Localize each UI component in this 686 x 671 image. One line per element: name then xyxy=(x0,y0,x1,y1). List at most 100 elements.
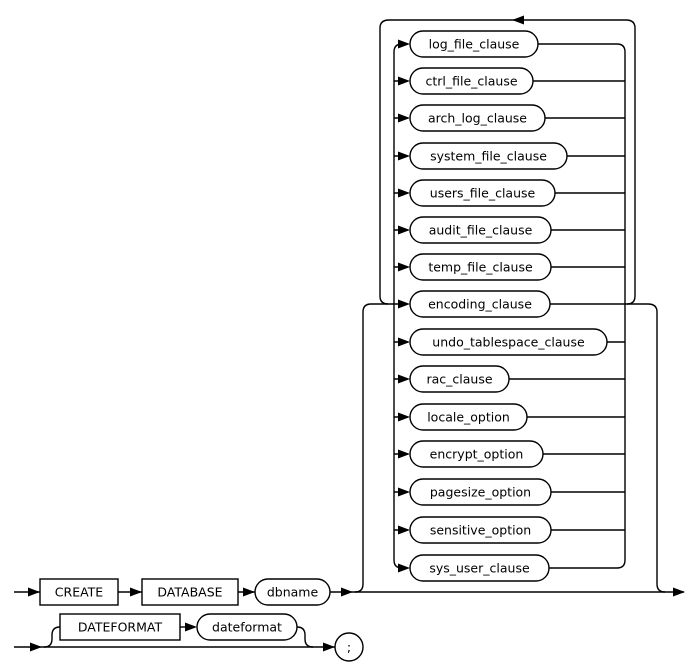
option-box xyxy=(409,365,510,393)
semicolon-label: ; xyxy=(347,640,351,655)
option-label: encrypt_option xyxy=(430,447,524,462)
option-collect-rail xyxy=(616,43,626,569)
arrowhead-icon xyxy=(398,487,410,497)
arrowhead-icon xyxy=(398,76,410,86)
option-label: encoding_clause xyxy=(428,297,532,312)
arrowhead-icon xyxy=(398,299,410,309)
dateformat-var-label: dateformat xyxy=(212,620,282,635)
option-label: arch_log_clause xyxy=(428,111,527,126)
node-users-file-clause: users_file_clause xyxy=(409,179,556,207)
option-entry-rail xyxy=(354,303,399,593)
rails xyxy=(14,19,684,648)
arrowhead-icon xyxy=(398,412,410,422)
option-label: temp_file_clause xyxy=(428,260,533,275)
dateformat-branch-up xyxy=(43,626,61,648)
node-sys-user-clause: sys_user_clause xyxy=(409,554,550,582)
node-ctrl-file-clause: ctrl_file_clause xyxy=(409,67,534,95)
option-label: audit_file_clause xyxy=(429,223,533,238)
create-label: CREATE xyxy=(55,585,104,600)
option-box xyxy=(409,179,556,207)
dbname-label: dbname xyxy=(267,585,319,600)
node-encrypt-option: encrypt_option xyxy=(409,440,544,468)
node-semicolon-terminator: ; xyxy=(334,632,364,662)
option-label: log_file_clause xyxy=(429,37,520,52)
feed-stubs xyxy=(394,80,400,531)
arrowhead-icon xyxy=(243,587,255,597)
option-label: sensitive_option xyxy=(430,523,531,538)
option-label: locale_option xyxy=(427,410,510,425)
database-label: DATABASE xyxy=(157,585,222,600)
arrowhead-icon xyxy=(398,188,410,198)
node-database-keyword: DATABASE xyxy=(141,578,239,606)
arrowhead-icon xyxy=(185,622,197,632)
arrowhead-icon xyxy=(28,587,40,597)
arrowhead-icon xyxy=(673,587,685,597)
arrowhead-icon xyxy=(341,587,353,597)
arrowhead-icon xyxy=(398,151,410,161)
loop-arrowhead-left-icon xyxy=(512,15,524,25)
option-label: sys_user_clause xyxy=(429,561,530,576)
option-box xyxy=(409,142,568,170)
loop-back-right-rail xyxy=(625,19,636,305)
option-box xyxy=(409,328,608,356)
dateformat-box xyxy=(59,613,181,641)
arrowhead-icon xyxy=(398,39,410,49)
node-sensitive-option: sensitive_option xyxy=(409,516,552,544)
node-dateformat-keyword: DATEFORMAT xyxy=(59,613,181,641)
arrowhead-icon xyxy=(323,642,335,652)
collect-stubs xyxy=(509,43,625,569)
dateformat-label: DATEFORMAT xyxy=(78,620,163,635)
option-box xyxy=(409,216,552,244)
dbname-box xyxy=(254,578,331,606)
node-locale-option: locale_option xyxy=(409,403,528,431)
option-box xyxy=(409,478,552,506)
option-label: ctrl_file_clause xyxy=(425,74,517,89)
node-log-file-clause: log_file_clause xyxy=(409,30,539,58)
node-undo-tablespace-clause: undo_tablespace_clause xyxy=(409,328,608,356)
node-dbname-variable: dbname xyxy=(254,578,331,606)
arrowhead-icon xyxy=(398,225,410,235)
arrowhead-icon xyxy=(30,642,42,652)
node-audit-file-clause: audit_file_clause xyxy=(409,216,552,244)
create-box xyxy=(39,578,119,606)
arrowheads xyxy=(28,15,685,652)
node-encoding-clause: encoding_clause xyxy=(409,290,551,318)
option-box xyxy=(409,403,528,431)
node-pagesize-option: pagesize_option xyxy=(409,478,552,506)
loop-back-left-rail xyxy=(379,19,390,305)
arrowhead-icon xyxy=(398,374,410,384)
arrowhead-icon xyxy=(398,525,410,535)
option-box xyxy=(409,104,546,132)
node-dateformat-variable: dateformat xyxy=(196,613,298,641)
option-box xyxy=(409,67,534,95)
dateformat-branch-down xyxy=(296,626,314,648)
option-box xyxy=(409,554,550,582)
option-box xyxy=(409,290,551,318)
nodes: CREATE DATABASE dbname log_file_clause c… xyxy=(39,30,608,662)
option-box xyxy=(409,253,552,281)
option-box xyxy=(409,30,539,58)
arrowhead-icon xyxy=(130,587,142,597)
option-box xyxy=(409,440,544,468)
semicolon-circle xyxy=(334,632,364,662)
node-system-file-clause: system_file_clause xyxy=(409,142,568,170)
node-temp-file-clause: temp_file_clause xyxy=(409,253,552,281)
arrowhead-icon xyxy=(398,563,410,573)
option-label: system_file_clause xyxy=(430,149,547,164)
option-label: rac_clause xyxy=(426,372,492,387)
option-label: undo_tablespace_clause xyxy=(432,335,585,350)
dateformat-var-box xyxy=(196,613,298,641)
option-exit-rail xyxy=(550,303,666,593)
node-create-keyword: CREATE xyxy=(39,578,119,606)
option-label: pagesize_option xyxy=(430,485,531,500)
option-box xyxy=(409,516,552,544)
option-feed-rail xyxy=(393,43,403,569)
arrowhead-icon xyxy=(398,113,410,123)
option-label: users_file_clause xyxy=(430,186,536,201)
database-box xyxy=(141,578,239,606)
arrowhead-icon xyxy=(398,337,410,347)
arrowhead-icon xyxy=(398,262,410,272)
node-arch-log-clause: arch_log_clause xyxy=(409,104,546,132)
